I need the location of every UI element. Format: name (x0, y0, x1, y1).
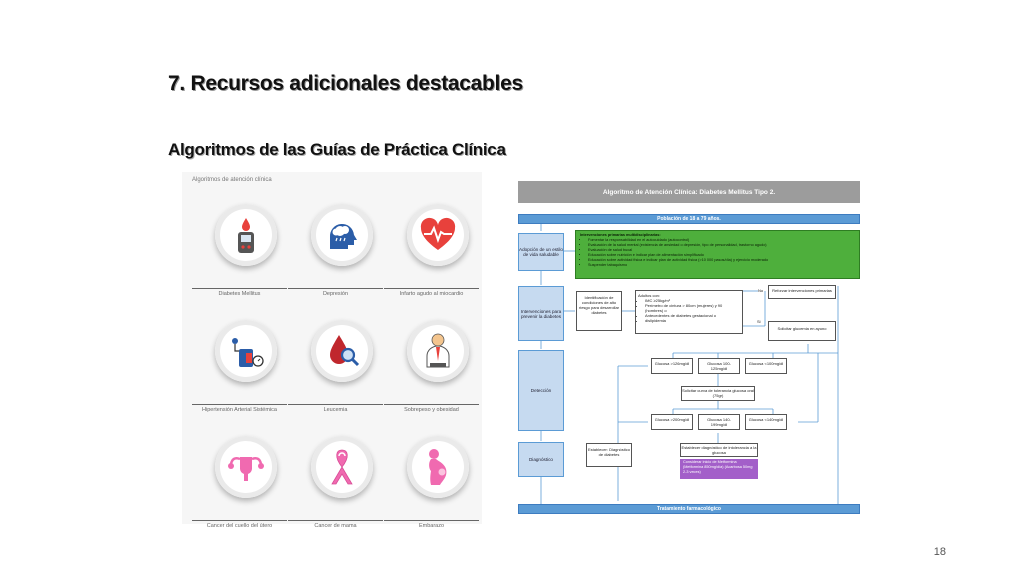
intervention-item: Evaluación de salud bucal (588, 248, 855, 253)
reinforce-interventions-box: Reforzar intervenciones primarias (768, 285, 836, 299)
intervention-item: Suspender tabaquismo (588, 263, 855, 268)
stage-prevention: Intervenciones para prevenir la diabetes (518, 286, 564, 341)
algorithm-label: Diabetes Mellitus (192, 288, 287, 297)
criteria-item: Antecedentes de diabetes gestacional o (645, 313, 740, 318)
pregnant-woman-icon (429, 449, 447, 485)
heart-pulse-icon (420, 217, 456, 250)
clinical-algorithms-panel: Algoritmos de atención clínica Diabetes … (182, 172, 482, 529)
algorithm-label: Leucemia (288, 404, 383, 413)
no-label: No (758, 288, 764, 293)
population-bar: Población de 18 a 79 años. (518, 214, 860, 224)
stage-diagnosis: Diagnóstico (518, 442, 564, 477)
algorithm-card-breast-cancer[interactable]: Cancer de mama (288, 424, 383, 529)
intervention-item: Educación sobre nutrición e indicar plan… (588, 253, 855, 258)
glucose-mid-box: Glucosa 100-125mg/dl (698, 358, 740, 374)
glucose-normal-box: Glucosa <100mg/dl (745, 358, 787, 374)
page-number: 18 (933, 546, 946, 558)
glucose-ogtt-mid-box: Glucosa 140-199mg/dl (698, 414, 740, 430)
risk-identification-box: Identificación de condiciones de alto ri… (576, 291, 622, 331)
stage-healthy-lifestyle: Adopción de un estilo de vida saludable (518, 233, 564, 271)
si-label: Si (757, 319, 761, 324)
treatment-bar: Tratamiento farmacológico (518, 504, 860, 514)
glucose-ogtt-normal-box: Glucosa <140mg/dl (745, 414, 787, 430)
uterus-icon (228, 456, 264, 481)
diabetes-flowchart: Algoritmo de Atención Clínica: Diabetes … (518, 181, 860, 516)
algorithm-card-pregnancy[interactable]: Embarazo (384, 424, 479, 529)
slide-title: 7. Recursos adicionales destacables (168, 72, 523, 95)
algorithm-label: Depresión (288, 288, 383, 297)
glucometer-icon (238, 218, 254, 253)
criteria-item: IMC ≥25kg/m² (645, 298, 740, 303)
algorithm-card-depression[interactable]: Depresión (288, 192, 383, 297)
head-raincloud-icon (329, 223, 357, 249)
fasting-glucose-box: Solicitar glucemia en ayuno (768, 321, 836, 341)
metformin-box: Considerar inicio de Metformina (Metform… (680, 459, 758, 479)
algorithm-card-heart-attack[interactable]: Infarto agudo al miocardio (384, 192, 479, 297)
criteria-item: dislipidemia (645, 318, 740, 323)
algorithm-card-leukemia[interactable]: Leucemia (288, 308, 383, 413)
adults-title: Adultos con: (638, 293, 661, 298)
algorithm-label: Infarto agudo al miocardio (384, 288, 479, 297)
intervention-item: Educación sobre actividad física e indic… (588, 258, 855, 263)
panel-title: Algoritmos de atención clínica (192, 177, 272, 183)
pink-ribbon-icon (331, 449, 353, 485)
blood-drop-magnifier-icon (330, 335, 360, 367)
algorithm-card-hypertension[interactable]: Hipertensión Arterial Sistémica (192, 308, 287, 413)
algorithm-card-diabetes[interactable]: Diabetes Mellitus (192, 192, 287, 297)
slide-subtitle: Algoritmos de las Guías de Práctica Clín… (168, 140, 506, 159)
intolerance-box: Establecer diagnóstico de intolerancia a… (680, 443, 758, 457)
blood-pressure-monitor-icon (232, 338, 264, 367)
intervention-item: Evaluación de la salud mental (existenci… (588, 243, 855, 248)
intervention-item: Fomentar la responsabilidad en el autocu… (588, 238, 855, 243)
algorithm-label: Hipertensión Arterial Sistémica (192, 404, 287, 413)
algorithm-label: Cancer de mama (288, 520, 383, 529)
algorithm-card-cervical-cancer[interactable]: Cancer del cuello del útero (192, 424, 287, 529)
algorithm-card-overweight[interactable]: Sobrepeso y obesidad (384, 308, 479, 413)
diagnosis-box: Establecer: Diagnóstico de diabetes (586, 443, 632, 467)
flowchart-title: Algoritmo de Atención Clínica: Diabetes … (518, 181, 860, 203)
algorithm-label: Sobrepeso y obesidad (384, 404, 479, 413)
primary-interventions-box: Intervenciones primarias multidisciplina… (575, 230, 860, 279)
glucose-ogtt-high-box: Glucosa >200mg/dl (651, 414, 693, 430)
stage-detection: Detección (518, 350, 564, 431)
adults-criteria-box: Adultos con: IMC ≥25kg/m² Perímetro de c… (635, 290, 743, 334)
overweight-person-icon (426, 333, 450, 368)
primary-interventions-title: Intervenciones primarias multidisciplina… (580, 233, 661, 237)
criteria-item: Perímetro de cintura > 80cm (mujeres) y … (645, 303, 740, 313)
glucose-high-box: Glucosa >126mg/dl (651, 358, 693, 374)
tolerance-curve-box: Solicitar curva de tolerancia glucosa or… (681, 386, 755, 401)
algorithm-label: Cancer del cuello del útero (192, 520, 287, 529)
algorithm-label: Embarazo (384, 520, 479, 529)
